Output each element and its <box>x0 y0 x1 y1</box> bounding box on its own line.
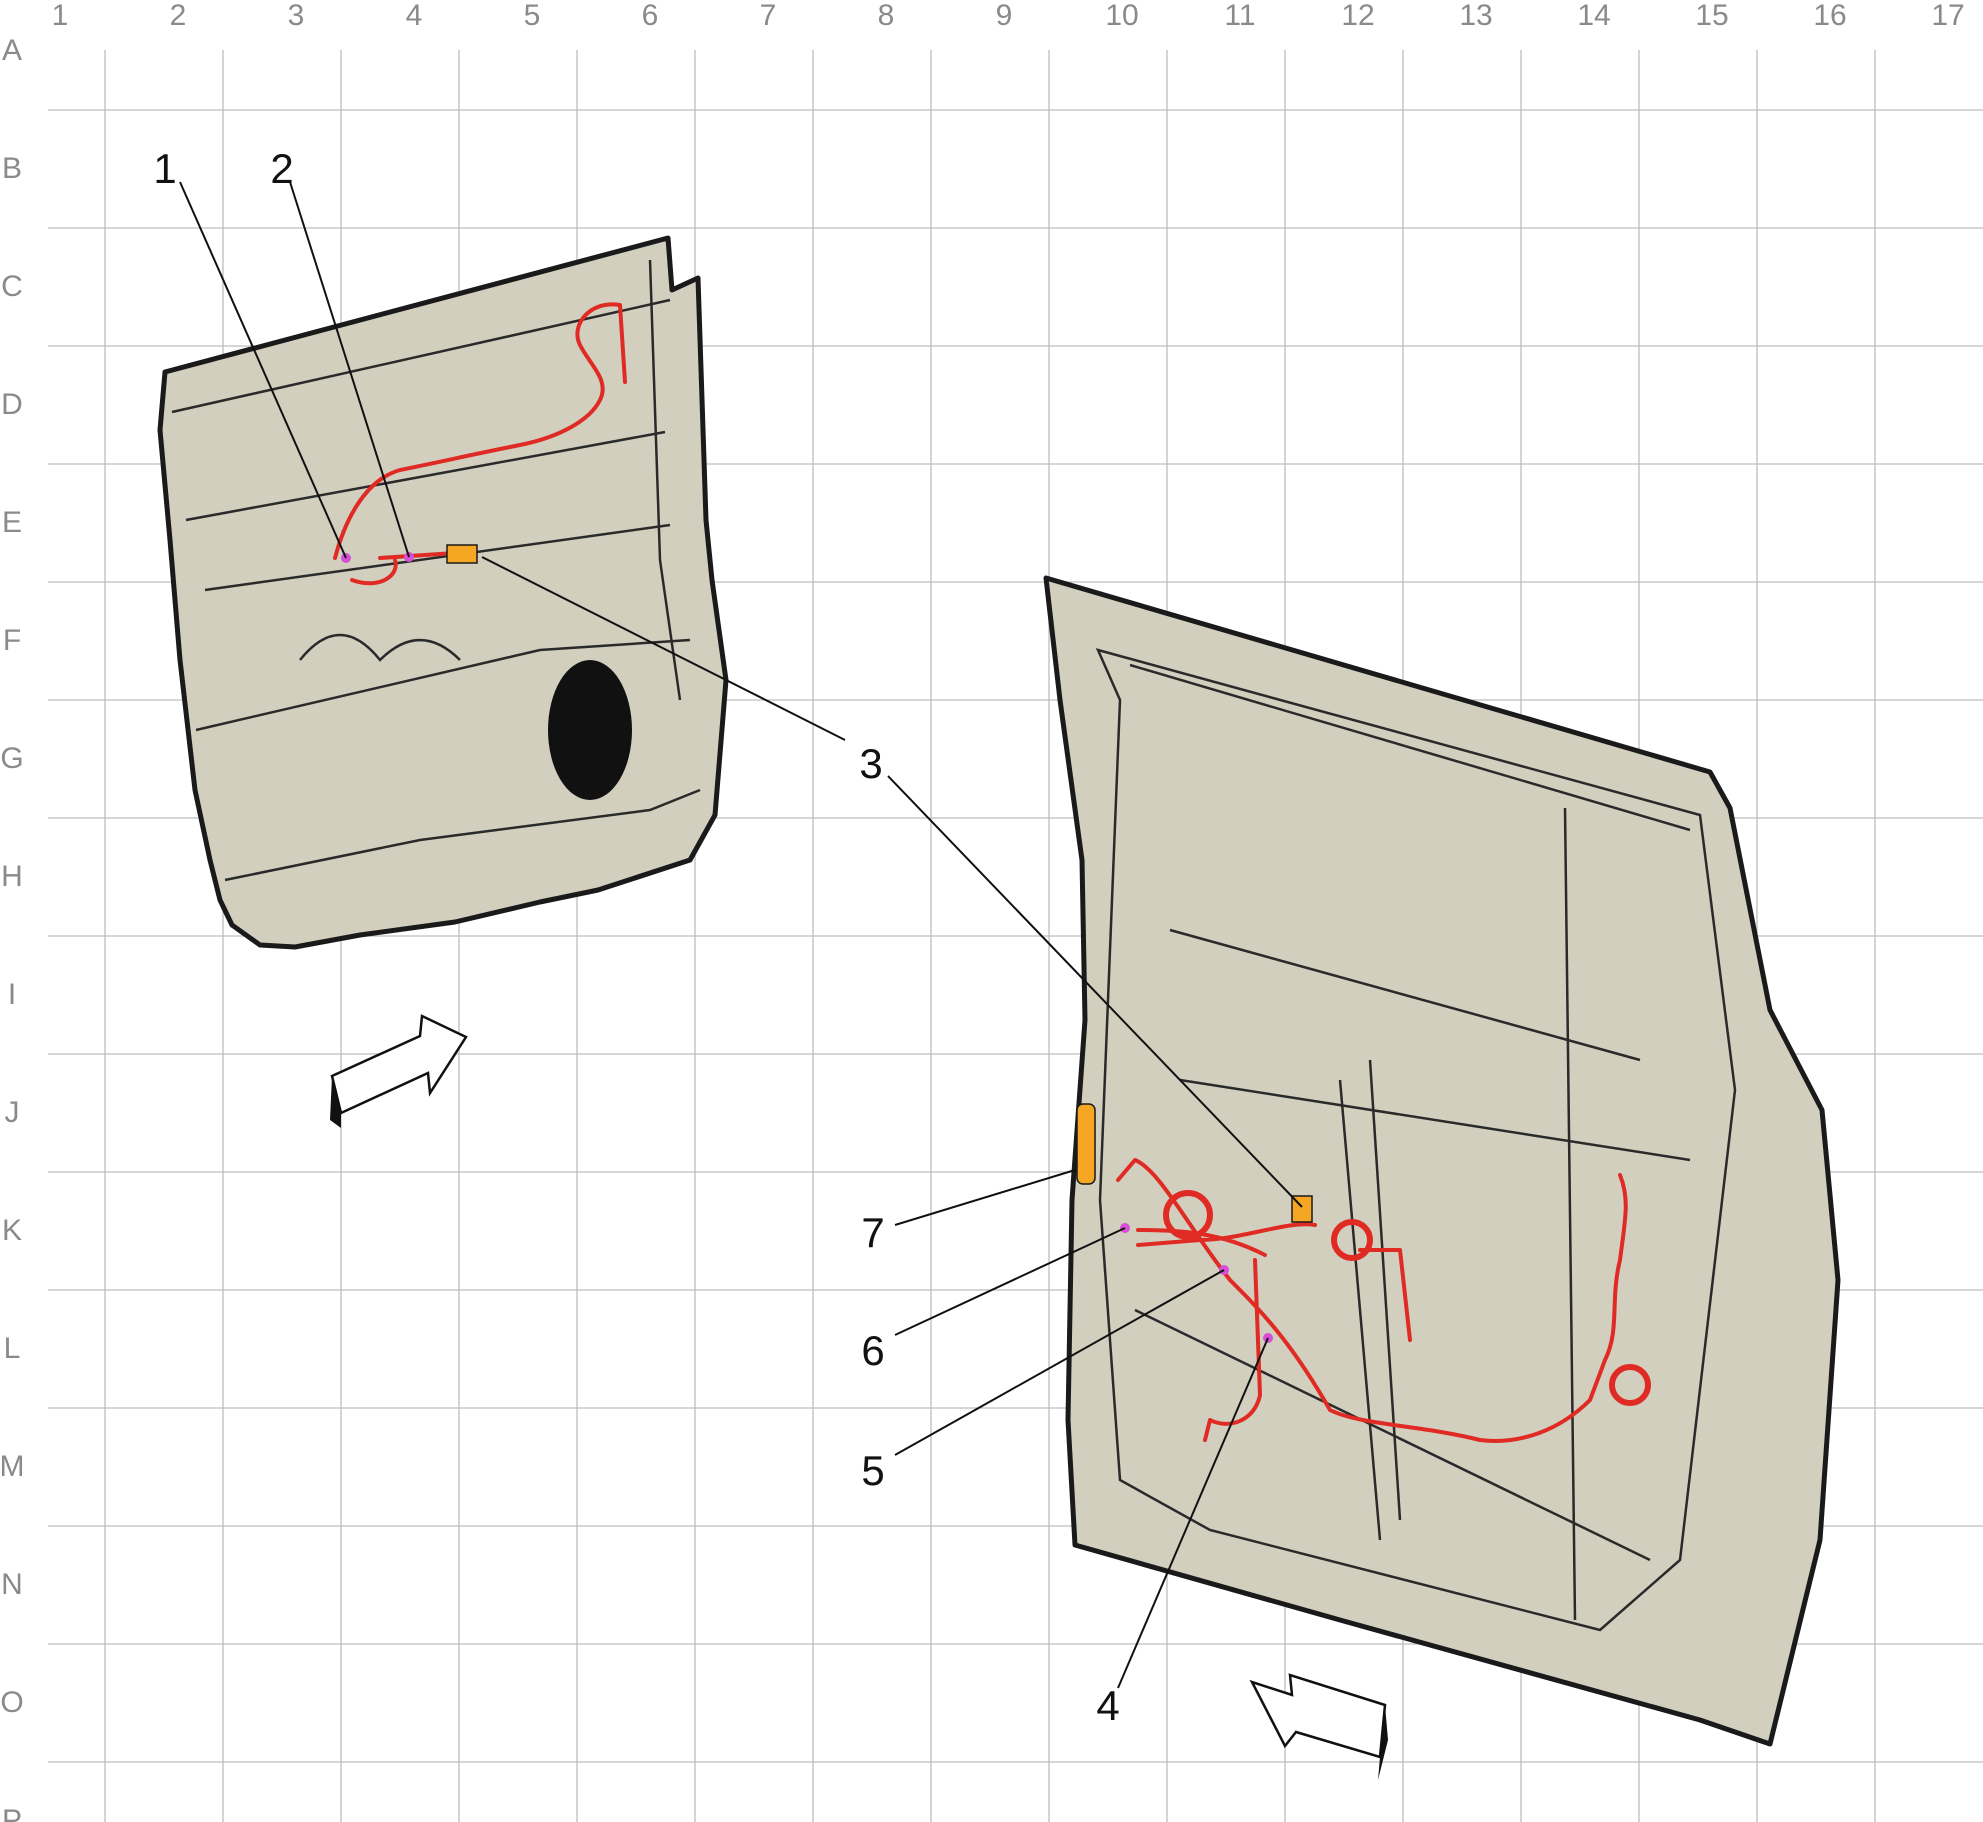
callout-1: 1 <box>153 145 176 192</box>
column-label: 2 <box>170 0 187 32</box>
column-label: 15 <box>1695 0 1728 32</box>
row-label: H <box>1 860 23 893</box>
column-label: 16 <box>1813 0 1846 32</box>
column-label: 3 <box>288 0 305 32</box>
callout-6: 6 <box>861 1327 884 1374</box>
row-label: F <box>3 624 21 657</box>
column-label: 11 <box>1224 0 1255 32</box>
leader-3a <box>481 556 846 741</box>
column-label: 13 <box>1459 0 1492 32</box>
callout-4: 4 <box>1096 1682 1119 1729</box>
trim-panel-harness <box>333 302 627 586</box>
door-connector-7 <box>1076 1103 1096 1185</box>
row-label: O <box>0 1686 23 1719</box>
column-label: 4 <box>406 0 423 32</box>
callout-5: 5 <box>861 1447 884 1494</box>
row-label: M <box>0 1450 25 1483</box>
column-label: 17 <box>1931 0 1964 32</box>
row-label: I <box>8 978 16 1011</box>
callout-numbers: 1 2 3 4 5 6 7 <box>153 145 1119 1729</box>
row-label: G <box>0 742 23 775</box>
leader-5 <box>894 1269 1225 1456</box>
callout-2: 2 <box>270 145 293 192</box>
row-label: K <box>2 1214 22 1247</box>
row-label: B <box>2 152 22 185</box>
column-label: 5 <box>524 0 541 32</box>
row-label: J <box>5 1096 20 1129</box>
view-direction-arrow-right <box>1249 1673 1388 1780</box>
row-labels: A B C D E F G H I J K L M N O P <box>0 34 25 1822</box>
door-trim-panel <box>157 235 729 950</box>
leader-1 <box>179 181 347 559</box>
trim-panel-connector <box>446 544 478 564</box>
row-label: E <box>2 506 22 539</box>
row-label: C <box>1 270 23 303</box>
lock-grommet <box>1331 1219 1373 1261</box>
rear-grommet <box>1609 1364 1651 1406</box>
column-label: 14 <box>1577 0 1610 32</box>
row-label: N <box>1 1568 23 1601</box>
column-label: 9 <box>996 0 1013 32</box>
leader-4 <box>1117 1337 1269 1689</box>
speaker-grommet <box>1163 1190 1213 1240</box>
column-label: 10 <box>1105 0 1138 32</box>
column-label: 1 <box>52 0 69 32</box>
leader-6 <box>894 1227 1126 1336</box>
column-label: 12 <box>1341 0 1374 32</box>
speaker-opening <box>548 660 632 800</box>
row-label: A <box>2 34 22 67</box>
callout-7: 7 <box>861 1209 884 1256</box>
row-label: P <box>2 1804 22 1822</box>
door-body <box>1043 575 1841 1747</box>
column-label: 6 <box>642 0 659 32</box>
view-direction-arrow-left <box>330 1014 468 1128</box>
row-label: L <box>4 1332 21 1365</box>
callout-leaders <box>179 181 1303 1689</box>
row-label: D <box>1 388 23 421</box>
leader-2 <box>289 181 410 558</box>
leader-7 <box>894 1169 1076 1226</box>
callout-3: 3 <box>859 740 882 787</box>
leader-3b <box>887 775 1303 1208</box>
column-label: 7 <box>760 0 777 32</box>
column-label: 8 <box>878 0 895 32</box>
